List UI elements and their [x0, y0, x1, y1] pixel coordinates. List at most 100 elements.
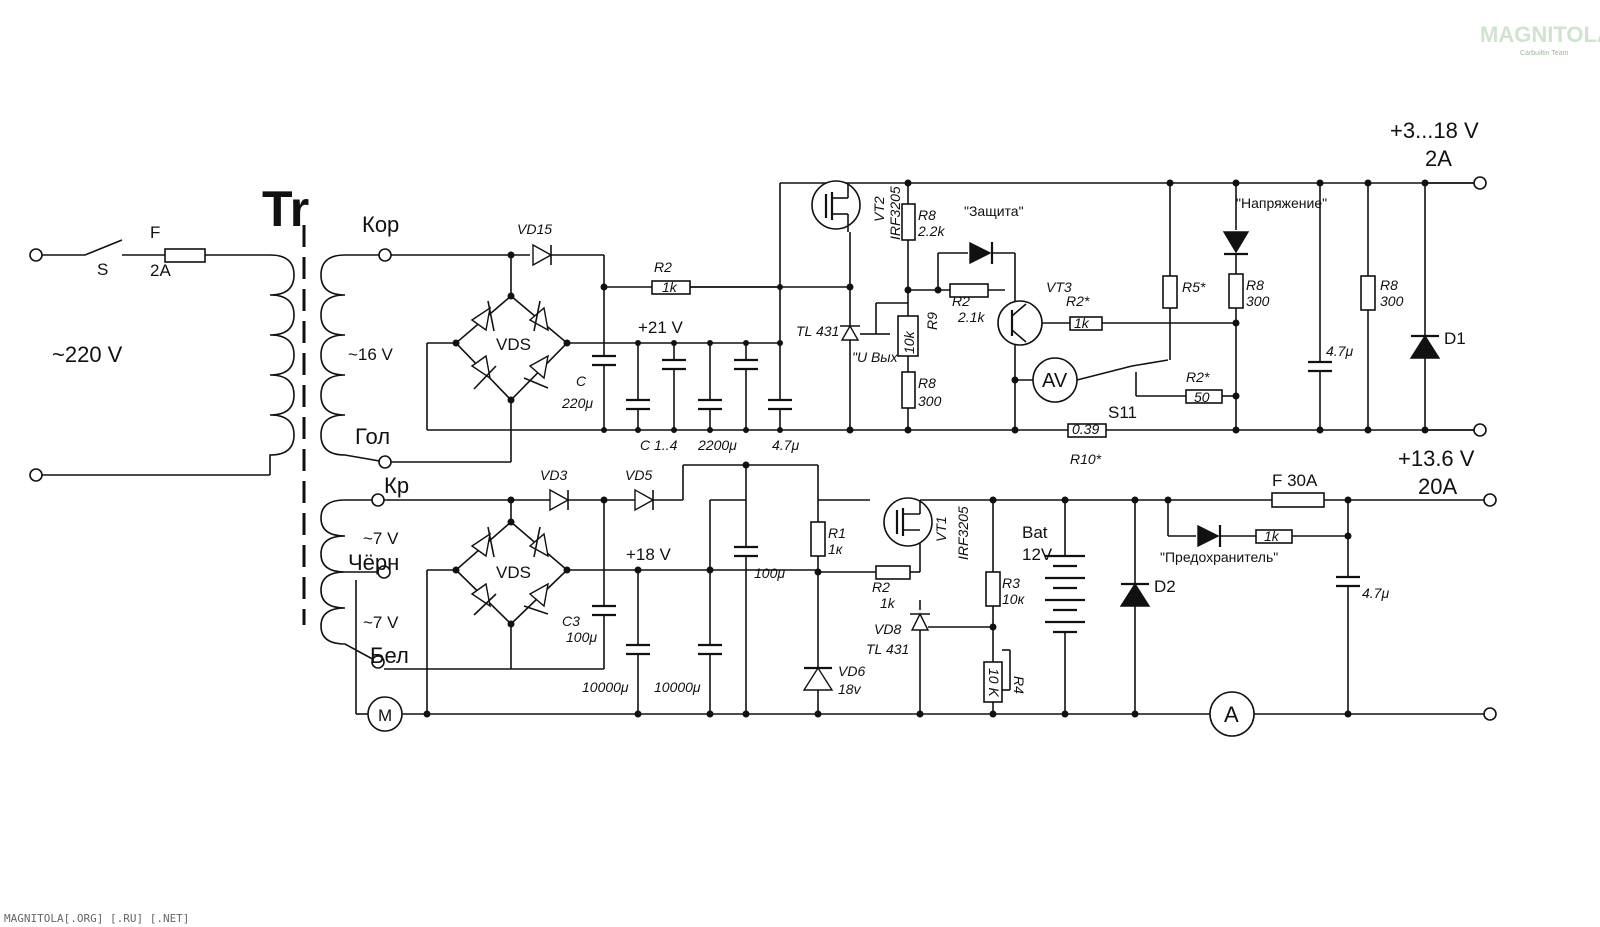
label-out-upper-current: 2A	[1425, 146, 1452, 171]
led-predokhranitel	[1197, 524, 1220, 548]
resistor-r8-300	[901, 371, 916, 409]
secondary-winding-7v	[320, 499, 379, 663]
label-motor: M	[378, 706, 392, 725]
resistor-r2-lower	[875, 565, 911, 580]
label-vt2: VT2	[871, 196, 887, 222]
label-d1: D1	[1444, 329, 1466, 348]
capacitor-bank-c14	[626, 343, 758, 430]
label-fuse-30a: F 30A	[1272, 471, 1318, 490]
label-r8a: R8	[918, 207, 936, 223]
label-vds-lower: VDS	[496, 563, 531, 582]
value-r3: 10к	[1002, 591, 1026, 607]
diode-vd3	[549, 488, 570, 512]
label-vt3: VT3	[1046, 279, 1072, 295]
mosfet-vt2	[811, 180, 861, 230]
value-r4: 10 K	[986, 668, 1002, 697]
value-c: 220μ	[561, 395, 593, 411]
terminal-gol	[378, 455, 392, 469]
terminal-kr	[371, 493, 385, 507]
label-out-upper: +3...18 V	[1390, 118, 1479, 143]
value-c-10000-b: 10000μ	[654, 679, 701, 695]
lower-secondary: Кр Чёрн Бел ~7 V ~7 V VD3 VD5	[320, 446, 1497, 737]
value-r8c: 300	[1246, 293, 1270, 309]
value-fuse-led-r: 1k	[1264, 528, 1280, 544]
fuse-f30a	[1271, 492, 1325, 508]
diode-vd5	[634, 488, 655, 512]
transistor-vt3	[997, 300, 1043, 346]
value-r9: 10k	[901, 330, 917, 354]
value-r2-upper: 1k	[662, 279, 678, 295]
resistor-r3	[985, 571, 1001, 607]
value-vd6: 18v	[838, 681, 862, 697]
label-d2: D2	[1154, 577, 1176, 596]
label-s11: S11	[1108, 403, 1137, 422]
tap-16v: ~16 V	[348, 345, 394, 364]
label-r1: R1	[828, 525, 846, 541]
label-napryazhenie: "Напряжение"	[1236, 195, 1327, 211]
terminal-chern	[377, 565, 391, 579]
value-c3: 100μ	[566, 629, 597, 645]
upper-secondary: Кор Гол ~16 V VD15 VDS	[320, 118, 1487, 469]
label-rail-21v: +21 V	[638, 318, 684, 337]
terminal-out-lower-plus	[1483, 493, 1497, 507]
switch-s	[84, 239, 123, 256]
footer-watermark: MAGNITOLA[.ORG] [.RU] [.NET]	[4, 912, 189, 925]
label-r8b: R8	[918, 375, 936, 391]
diode-vd15	[532, 243, 553, 267]
bridge-vds-upper	[454, 294, 569, 402]
value-r10: 0.39	[1072, 421, 1099, 437]
tap-gol: Гол	[355, 424, 390, 449]
diode-d1	[1409, 334, 1441, 359]
label-vd5: VD5	[625, 467, 652, 483]
label-out-lower: +13.6 V	[1398, 446, 1475, 471]
label-c47-upper: 4.7μ	[772, 437, 799, 453]
diode-d2	[1119, 582, 1151, 607]
resistor-r1	[810, 521, 826, 557]
label-out-lower-current: 20A	[1418, 474, 1457, 499]
label-vd8: VD8	[874, 621, 901, 637]
logo-watermark: MAGNITOLA	[1480, 22, 1600, 47]
logo-sub: Carbuiltin Team	[1520, 50, 1569, 57]
secondary-winding-16v	[320, 254, 386, 463]
resistor-r8-2k2	[901, 203, 916, 241]
bridge-vds-lower	[454, 520, 569, 626]
value-c14: 2200μ	[697, 437, 737, 453]
capacitor-c	[592, 287, 616, 430]
tap-bel: Бел	[370, 643, 409, 668]
terminal-bel	[371, 655, 385, 669]
resistor-r8-300-led	[1228, 273, 1244, 309]
value-r2c: 1k	[1074, 315, 1090, 331]
switch-label: S	[97, 260, 108, 279]
value-c47-lower: 4.7μ	[1362, 585, 1389, 601]
battery-bat	[1045, 554, 1085, 634]
tap-chern: Чёрн	[348, 550, 399, 575]
tap-7v-a: ~7 V	[363, 529, 399, 548]
fuse-rating: 2A	[150, 261, 171, 280]
tl431-vd8	[910, 612, 930, 631]
label-bat: Bat	[1022, 523, 1048, 542]
label-rail-18v: +18 V	[626, 545, 672, 564]
primary-circuit: S F 2A ~220 V Tr	[29, 181, 309, 625]
label-c: C	[576, 373, 587, 389]
label-av: AV	[1042, 370, 1068, 392]
label-r5: R5*	[1182, 279, 1206, 295]
ammeter-a	[1209, 691, 1255, 737]
switch-s11	[1076, 365, 1133, 381]
resistor-r8-300-out	[1360, 275, 1376, 311]
resistor-r10-shunt	[1067, 423, 1107, 438]
value-r8a: 2.2k	[917, 223, 945, 239]
value-r1: 1к	[828, 541, 844, 557]
label-tl431-lower: TL 431	[866, 641, 909, 657]
label-uout: "U Вых"	[852, 349, 904, 365]
tl431-upper	[840, 324, 860, 341]
label-predokhranitel: "Предохранитель"	[1160, 549, 1278, 565]
label-vds-upper: VDS	[496, 335, 531, 354]
label-c47b: 4.7μ	[1326, 343, 1353, 359]
mains-terminal-top	[29, 248, 43, 262]
resistor-r5-star	[1162, 275, 1178, 309]
led-zashchita	[969, 241, 992, 265]
label-r2c: R2*	[1066, 293, 1090, 309]
label-r9: R9	[924, 312, 940, 330]
label-vd15: VD15	[517, 221, 552, 237]
terminal-out-upper-plus	[1473, 176, 1487, 190]
